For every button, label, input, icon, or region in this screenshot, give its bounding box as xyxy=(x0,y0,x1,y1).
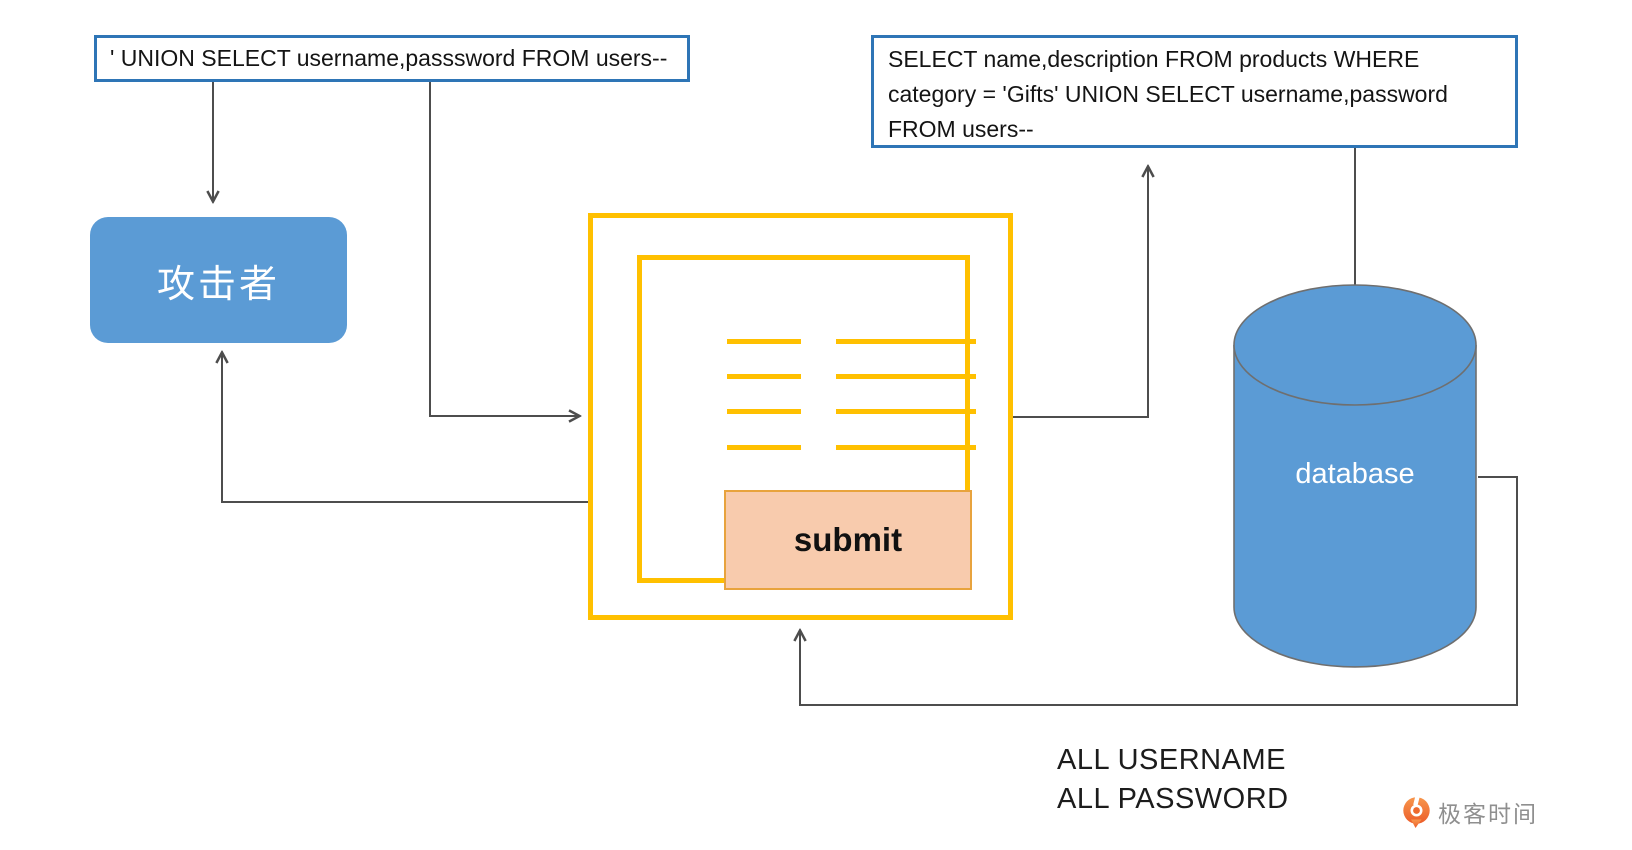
database-cylinder-top xyxy=(1233,284,1477,406)
sql-query-line: category = 'Gifts' UNION SELECT username… xyxy=(888,81,1448,107)
submit-button: submit xyxy=(724,490,972,590)
form-field-line xyxy=(836,374,976,379)
geektime-logo-icon xyxy=(1403,795,1430,828)
database-cylinder-body xyxy=(1233,345,1477,668)
form-field-line xyxy=(727,339,801,344)
geektime-watermark: 极客时间 xyxy=(1402,795,1538,829)
form-field-line xyxy=(727,409,801,414)
database-label: database xyxy=(1295,458,1415,490)
injection-payload-box: ' UNION SELECT username,passsword FROM u… xyxy=(94,35,690,82)
leak-result-line-password: ALL PASSWORD xyxy=(1057,783,1289,815)
sql-query-line: SELECT name,description FROM products WH… xyxy=(888,46,1420,72)
form-field-line xyxy=(836,339,976,344)
database-cylinder xyxy=(1233,284,1477,668)
arrow-form-to-query xyxy=(1013,167,1148,418)
sql-query-box: SELECT name,description FROM products WH… xyxy=(871,35,1518,148)
web-form-outer: submit xyxy=(588,213,1013,620)
leak-result-line-username: ALL USERNAME xyxy=(1057,744,1286,776)
form-field-line xyxy=(727,374,801,379)
form-field-line xyxy=(836,445,976,450)
leak-result-text: ALL USERNAME ALL PASSWORD xyxy=(1057,741,1289,819)
injection-payload-text: ' UNION SELECT username,passsword FROM u… xyxy=(110,45,668,71)
attacker-label: 攻击者 xyxy=(156,261,280,306)
arrow-form-to-attacker xyxy=(222,353,588,503)
arrow-payload-to-form xyxy=(429,82,579,416)
web-form-inner: submit xyxy=(637,255,976,590)
submit-button-label: submit xyxy=(793,521,903,558)
sql-query-line: FROM users-- xyxy=(888,116,1034,142)
form-field-line xyxy=(836,409,976,414)
form-field-line xyxy=(727,445,801,450)
geektime-logo-text: 极客时间 xyxy=(1438,801,1538,827)
attacker-node: 攻击者 xyxy=(90,217,347,343)
